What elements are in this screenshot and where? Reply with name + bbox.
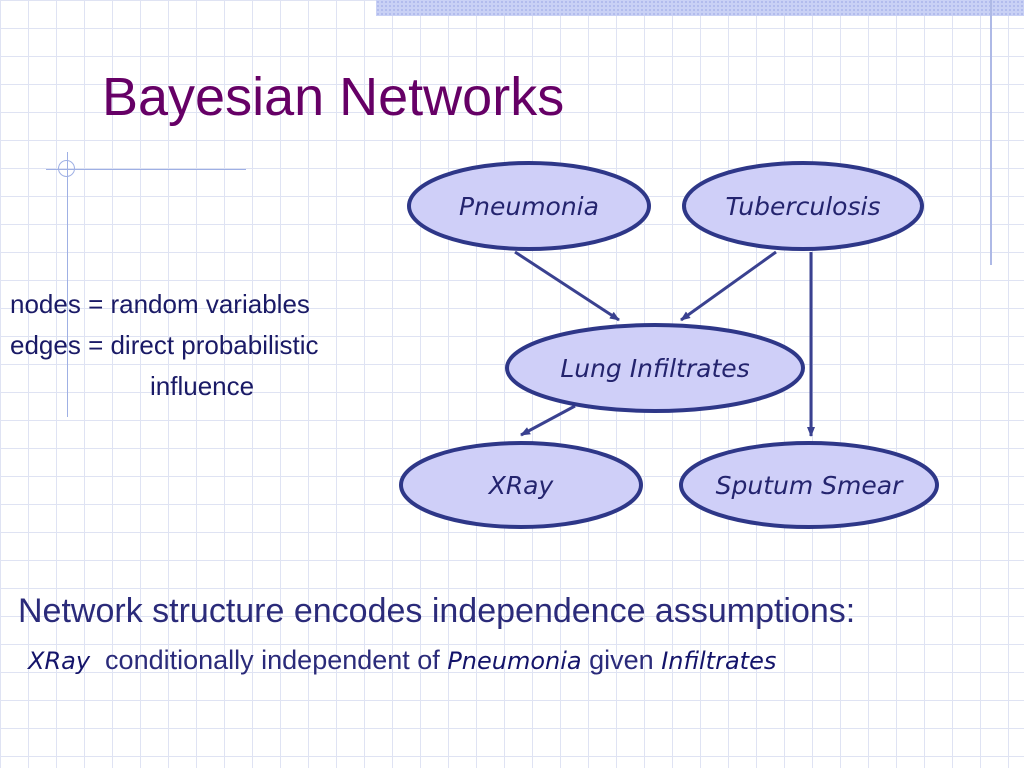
edge-lung-infiltrates-to-xray bbox=[520, 404, 576, 437]
edge-pneumonia-to-lung-infiltrates bbox=[514, 250, 620, 322]
legend: nodes = random variables edges = direct … bbox=[10, 284, 319, 407]
right-decorative-line bbox=[990, 0, 992, 265]
slide-title: Bayesian Networks bbox=[102, 67, 565, 127]
decorative-vertical-rule bbox=[67, 152, 68, 417]
node-label-pneumonia: Pneumonia bbox=[459, 192, 599, 221]
example-text-given: given bbox=[589, 645, 654, 675]
example-variable-pneumonia: Pneumonia bbox=[447, 647, 582, 675]
node-label-sputum-smear: Sputum Smear bbox=[716, 471, 904, 500]
top-decorative-band bbox=[376, 0, 1024, 16]
node-label-xray: XRay bbox=[487, 471, 555, 500]
decorative-horizontal-rule bbox=[46, 169, 246, 170]
example-text-conditionally-independent: conditionally independent of bbox=[105, 645, 440, 675]
node-label-tuberculosis: Tuberculosis bbox=[726, 192, 881, 221]
independence-example: XRay conditionally independent of Pneumo… bbox=[28, 645, 776, 676]
example-variable-xray: XRay bbox=[28, 647, 91, 675]
node-sputum-smear: Sputum Smear bbox=[679, 441, 939, 529]
legend-edges-definition-continued: influence bbox=[150, 371, 255, 401]
node-pneumonia: Pneumonia bbox=[407, 161, 651, 251]
decorative-circle bbox=[58, 160, 75, 177]
edges bbox=[514, 250, 815, 437]
legend-edges-definition: edges = direct probabilistic bbox=[10, 330, 319, 360]
legend-nodes-definition: nodes = random variables bbox=[10, 289, 310, 319]
edge-tuberculosis-to-lung-infiltrates bbox=[680, 250, 777, 322]
node-lung-infiltrates: Lung Infiltrates bbox=[505, 323, 805, 413]
node-xray: XRay bbox=[399, 441, 643, 529]
node-tuberculosis: Tuberculosis bbox=[682, 161, 924, 251]
independence-caption: Network structure encodes independence a… bbox=[18, 592, 856, 630]
example-variable-infiltrates: Infiltrates bbox=[661, 647, 777, 675]
node-label-lung-infiltrates: Lung Infiltrates bbox=[560, 354, 749, 383]
